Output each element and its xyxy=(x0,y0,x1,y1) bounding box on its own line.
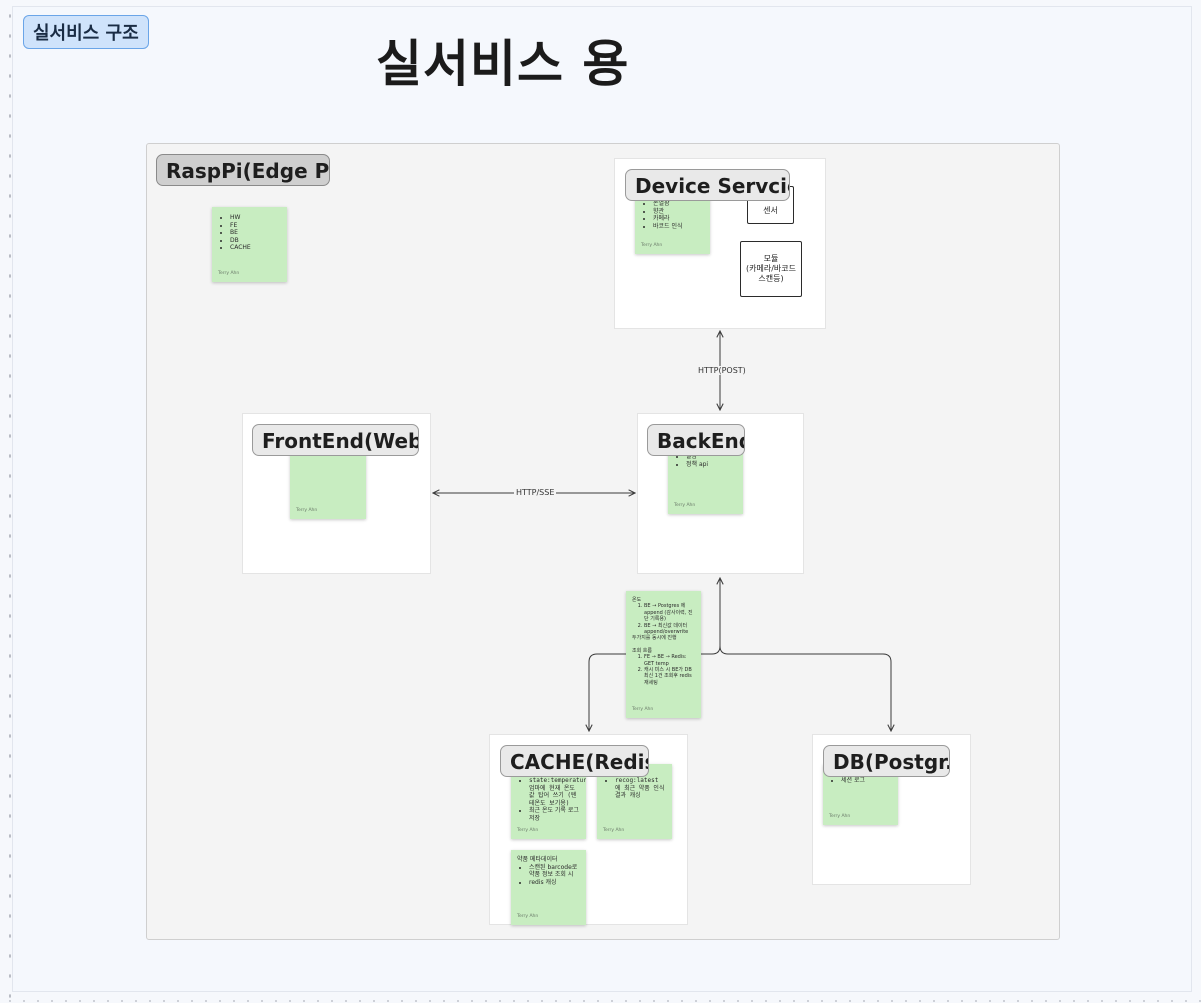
note-item: BE → Postgres 에 append (감사이력, 진단 기록용) xyxy=(644,603,695,622)
note-heading: 약품 메타데이터 xyxy=(517,856,558,863)
frontend-label[interactable]: FrontEnd(Web... xyxy=(252,424,419,456)
note-item: 카메라 xyxy=(653,215,704,223)
note-item: 세션 로그 xyxy=(841,777,892,785)
edge-pc-label[interactable]: RaspPi(Edge PC) xyxy=(156,154,330,186)
connector-backend-db[interactable] xyxy=(719,645,891,731)
page-title[interactable]: 실서비스 용 xyxy=(376,35,630,93)
note-item: 향관 xyxy=(653,208,704,216)
flow-note[interactable]: 온도 BE → Postgres 에 append (감사이력, 진단 기록용)… xyxy=(626,591,701,718)
note-author: Terry Ahn xyxy=(517,913,539,919)
canvas-dots-left xyxy=(0,0,12,1003)
cache-label[interactable]: CACHE(Redis) xyxy=(500,745,649,777)
note-item: recog:latest 에 최근 약품 인식 결과 캐싱 xyxy=(615,777,666,800)
edge-label-frontend-backend[interactable]: HTTP/SSE xyxy=(514,488,557,497)
note-item: 스캔된 barcode로 약품 정보 조회 시 xyxy=(529,864,580,879)
note-heading: 온도 xyxy=(632,597,642,603)
backend-label[interactable]: BackEnd xyxy=(647,424,745,456)
note-author: Terry Ahn xyxy=(674,502,696,508)
note-item: 정책 api xyxy=(686,461,737,469)
module-box-line: (카메라/바코드 xyxy=(746,264,796,273)
module-box-line: 모듈 xyxy=(763,254,779,263)
frontend-note[interactable]: Terry Ahn xyxy=(290,444,366,519)
edge-label-device-backend[interactable]: HTTP(POST) xyxy=(696,366,748,375)
note-item: DB xyxy=(230,237,281,245)
db-label[interactable]: DB(Postgr... xyxy=(823,745,950,777)
device-services-label[interactable]: Device Servcies xyxy=(625,169,790,201)
module-box-line: 스캔등) xyxy=(758,274,784,283)
canvas-dots-bottom xyxy=(0,993,1201,1003)
note-item: 온열팜 xyxy=(653,200,704,208)
cache-meta-note[interactable]: 약품 메타데이터 스캔된 barcode로 약품 정보 조회 시 redis 캐… xyxy=(511,850,586,925)
note-item: 바코드 인식 xyxy=(653,223,704,231)
note-author: Terry Ahn xyxy=(829,813,851,819)
note-author: Terry Ahn xyxy=(218,270,240,276)
note-heading: 조회 흐름 xyxy=(632,647,652,654)
module-box[interactable]: 모듈 (카메라/바코드 스캔등) xyxy=(740,241,802,297)
note-item: BE → 최신값 데이터 append/overwrite xyxy=(644,623,695,636)
note-item: 최근 온도 기록 로그 저장 xyxy=(529,807,580,822)
note-item: state:temperature 엄마에 현재 온도 값 탑어 쓰기 (텐테온… xyxy=(529,777,586,807)
note-item: FE xyxy=(230,222,281,230)
note-author: Terry Ahn xyxy=(517,827,539,833)
edge-pc-note[interactable]: HW FE BE DB CACHE Terry Ahn xyxy=(212,207,287,282)
note-author: Terry Ahn xyxy=(296,507,318,513)
note-item: redis 캐싱 xyxy=(529,879,580,887)
note-line: 두가지를 동시에 진행 xyxy=(632,635,677,642)
note-item: 알람 xyxy=(686,453,737,461)
note-item: HW xyxy=(230,214,281,222)
note-item: 캐시 미스 시 BE가 DB 최신 1건 조회후 redis 재세팅 xyxy=(644,667,695,686)
note-author: Terry Ahn xyxy=(603,827,625,833)
note-item: CACHE xyxy=(230,244,281,252)
note-item: FE → BE → Redis: GET temp xyxy=(644,654,695,667)
frame-tag[interactable]: 실서비스 구조 xyxy=(23,15,149,49)
note-author: Terry Ahn xyxy=(641,242,663,248)
note-item: BE xyxy=(230,229,281,237)
note-author: Terry Ahn xyxy=(632,706,654,712)
